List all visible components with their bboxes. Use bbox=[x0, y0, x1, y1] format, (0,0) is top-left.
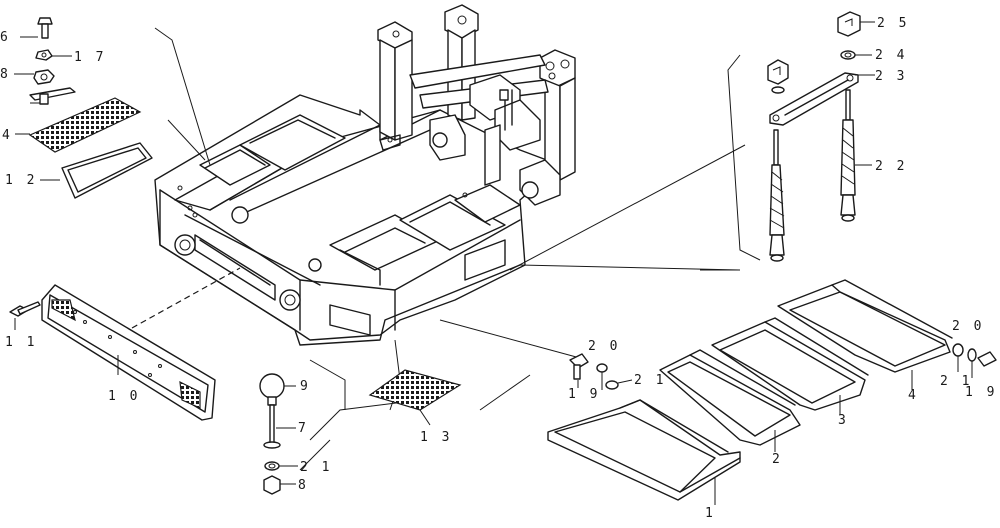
callout-8-center: 8 bbox=[298, 478, 309, 493]
callout-10: 1 0 bbox=[108, 389, 140, 404]
callout-21-right: 2 1 bbox=[940, 374, 972, 389]
callout-labels: 1 2 3 4 4 6 7 8 8 9 1 0 1 1 1 2 1 3 1 7 … bbox=[0, 16, 997, 521]
cover-panel bbox=[9, 284, 216, 421]
callout-24: 2 4 bbox=[875, 48, 907, 63]
upright-brackets bbox=[377, 4, 576, 206]
callout-25: 2 5 bbox=[877, 16, 909, 31]
left-parts bbox=[14, 17, 153, 199]
right-top-hardware bbox=[767, 11, 875, 262]
leader-lines bbox=[131, 27, 761, 471]
callout-4-right: 4 bbox=[908, 388, 919, 403]
panel-holes bbox=[73, 310, 162, 377]
callout-17: 1 7 bbox=[74, 50, 106, 65]
floor-panels bbox=[547, 279, 997, 505]
callout-8-left: 8 bbox=[0, 67, 11, 82]
callout-12: 1 2 bbox=[5, 173, 37, 188]
callout-9: 9 bbox=[300, 379, 311, 394]
callout-21-center: 2 1 bbox=[300, 460, 332, 475]
callout-20-left: 2 0 bbox=[588, 339, 620, 354]
callout-13: 1 3 bbox=[420, 430, 452, 445]
callout-1: 1 bbox=[705, 506, 716, 521]
callout-19-left: 1 9 bbox=[568, 387, 600, 402]
callout-23: 2 3 bbox=[875, 69, 907, 84]
callout-20-right: 2 0 bbox=[952, 319, 984, 334]
callout-7: 7 bbox=[298, 421, 309, 436]
center-parts bbox=[259, 369, 462, 495]
callout-3: 3 bbox=[838, 413, 849, 428]
callout-21-left: 2 1 bbox=[634, 373, 666, 388]
callout-11: 1 1 bbox=[5, 335, 37, 350]
callout-19-right: 1 9 bbox=[965, 385, 997, 400]
callout-2: 2 bbox=[772, 452, 783, 467]
callout-22: 2 2 bbox=[875, 159, 907, 174]
callout-6: 6 bbox=[0, 30, 11, 45]
callout-4-left: 4 bbox=[2, 128, 13, 143]
